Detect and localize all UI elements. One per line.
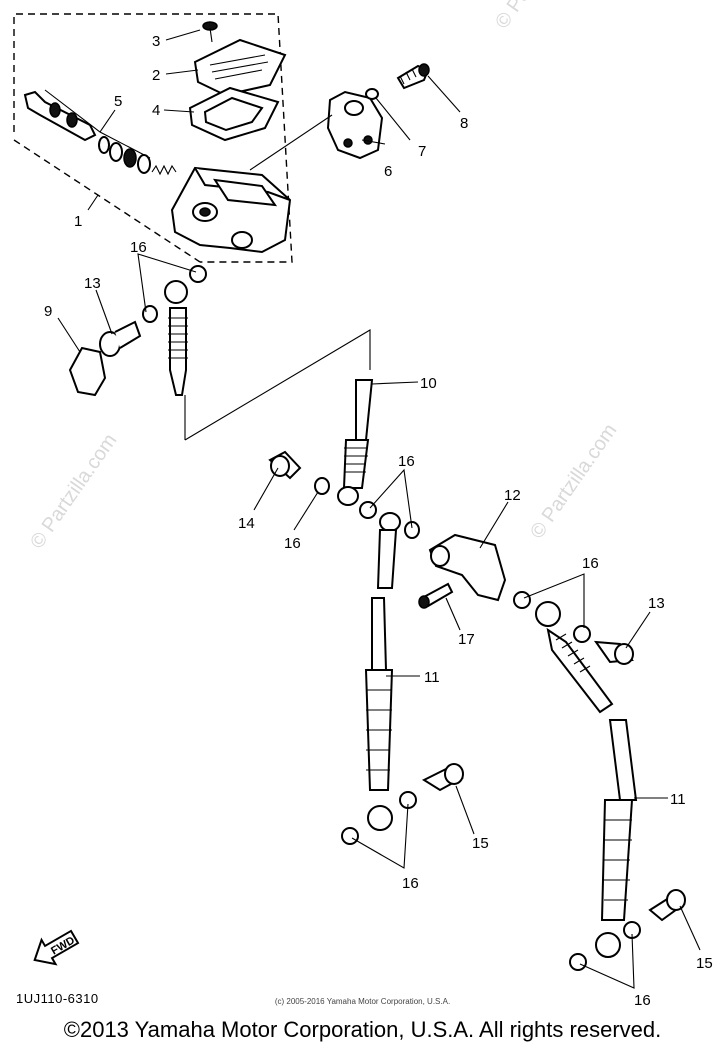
piston-kit bbox=[23, 90, 177, 176]
banjo-neck-mid bbox=[376, 529, 398, 589]
union-bolt-14 bbox=[268, 450, 302, 480]
callout-12: 12 bbox=[504, 487, 521, 504]
washer-16-b bbox=[189, 265, 207, 283]
callout-5: 5 bbox=[114, 93, 122, 110]
diagram-code: 1UJ110-6310 bbox=[16, 991, 99, 1006]
washer-16-k bbox=[569, 953, 587, 971]
washer-16-g bbox=[341, 827, 359, 845]
callout-1: 1 bbox=[74, 213, 82, 230]
reservoir-cap bbox=[193, 38, 287, 97]
banjo-fitting-mid bbox=[379, 512, 401, 532]
washer-16-h bbox=[513, 591, 531, 609]
washer-7 bbox=[365, 88, 379, 100]
assembly-dashed-box bbox=[13, 13, 293, 263]
callout-11-right: 11 bbox=[670, 791, 686, 808]
cap-screw bbox=[202, 21, 218, 43]
footer-copyright: ©2013 Yamaha Motor Corporation, U.S.A. A… bbox=[63, 1017, 662, 1042]
callout-17: 17 bbox=[458, 631, 475, 648]
brake-light-switch-9 bbox=[68, 346, 107, 397]
callout-16-mid-left: 16 bbox=[284, 535, 301, 552]
master-cylinder-body bbox=[170, 166, 292, 254]
callout-11-left: 11 bbox=[424, 669, 440, 686]
callout-leader-lines bbox=[44, 29, 701, 989]
brake-hose-10 bbox=[337, 379, 374, 506]
brake-hose-11-right bbox=[535, 601, 638, 958]
forward-arrow-icon: FWD bbox=[33, 929, 80, 966]
brake-hose-11-left bbox=[364, 597, 394, 831]
union-bolt-15-left bbox=[421, 763, 464, 792]
callout-2: 2 bbox=[152, 67, 160, 84]
callout-15-left: 15 bbox=[472, 835, 489, 852]
callout-13-right: 13 bbox=[648, 595, 665, 612]
brake-hose-joint-12 bbox=[428, 533, 507, 602]
watermark-group: © Partzilla.com © Partzilla.com © Partzi… bbox=[26, 0, 621, 553]
watermark-right: © Partzilla.com bbox=[526, 420, 621, 543]
bolt-17 bbox=[418, 582, 454, 609]
washer-16-i bbox=[573, 625, 591, 643]
diaphragm bbox=[188, 86, 280, 142]
callout-6: 6 bbox=[384, 163, 392, 180]
callout-3: 3 bbox=[152, 33, 160, 50]
bolt-8 bbox=[396, 63, 430, 90]
callout-8: 8 bbox=[460, 115, 468, 132]
callout-numbers: 1 2 3 4 5 6 7 8 9 10 11 11 12 13 13 14 1… bbox=[44, 33, 713, 1009]
washer-16-c bbox=[314, 477, 330, 495]
callout-14: 14 bbox=[238, 515, 255, 532]
callout-4: 4 bbox=[152, 102, 160, 119]
brake-hose-upper-stub bbox=[164, 280, 188, 396]
small-copyright: (c) 2005-2016 Yamaha Motor Corporation, … bbox=[274, 997, 451, 1006]
callout-16-lower-right: 16 bbox=[634, 992, 651, 1009]
watermark-left: © Partzilla.com bbox=[26, 430, 121, 553]
callout-16-right: 16 bbox=[582, 555, 599, 572]
callout-16-lower-left: 16 bbox=[402, 875, 419, 892]
callout-9: 9 bbox=[44, 303, 52, 320]
callout-13-left: 13 bbox=[84, 275, 101, 292]
callout-16-top: 16 bbox=[130, 239, 147, 256]
fwd-label: FWD bbox=[49, 934, 77, 957]
union-bolt-15-right bbox=[648, 889, 686, 922]
callout-7: 7 bbox=[418, 143, 426, 160]
handlebar-holder bbox=[326, 90, 384, 160]
assembly-dashed-lower bbox=[13, 139, 201, 263]
holder-leader-line bbox=[249, 114, 333, 171]
connector-lines bbox=[184, 329, 371, 441]
callout-16-mid: 16 bbox=[398, 453, 415, 470]
washer-16-e bbox=[404, 521, 420, 539]
callout-15-right: 15 bbox=[696, 955, 713, 972]
watermark-top: © Partzilla.com bbox=[491, 0, 586, 33]
washer-16-a bbox=[142, 305, 158, 323]
union-bolt-13-right bbox=[593, 640, 634, 665]
callout-10: 10 bbox=[420, 375, 437, 392]
union-bolt-13-left bbox=[99, 320, 142, 357]
